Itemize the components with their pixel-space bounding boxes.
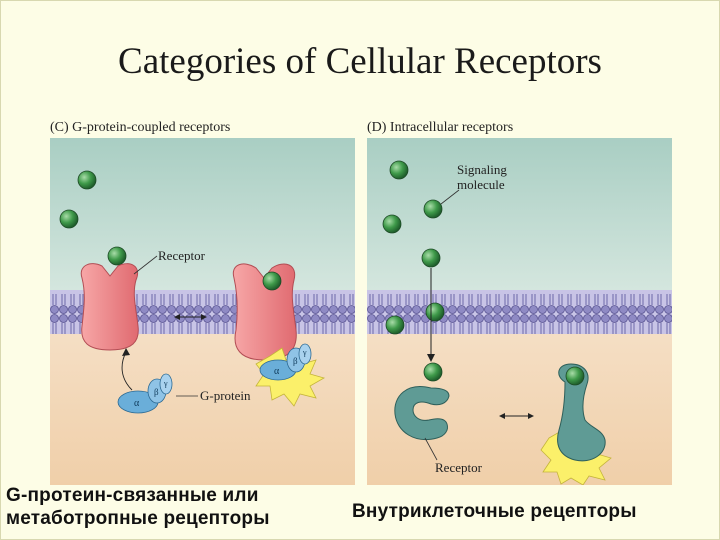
entry-arrow-head: [427, 354, 435, 362]
bound-signaling-molecule: [565, 366, 585, 386]
extracellular-space: [50, 138, 355, 290]
lipid-bilayer: [367, 290, 672, 334]
panel-c-label: (C) G-protein-coupled receptors: [50, 120, 231, 135]
intracellular-receptor-open: [394, 386, 450, 440]
beta-symbol-active: β: [293, 356, 298, 366]
panel-c-diagram: Receptor α β γ α β γ G-protein: [50, 138, 355, 485]
arrow-head-right: [201, 314, 207, 320]
caption-left-line1: G-протеин-связанные или: [6, 485, 259, 506]
signaling-molecule: [389, 160, 409, 180]
signal-label-1: Signaling: [457, 162, 507, 177]
ligand: [107, 246, 127, 266]
receptor-leader: [133, 255, 158, 275]
beta-symbol: β: [154, 387, 159, 397]
alpha-symbol: α: [134, 398, 140, 409]
g-protein-gamma: [159, 373, 173, 395]
intracellular-receptor-closed: [557, 363, 606, 462]
receptor-active: [232, 263, 297, 361]
signaling-molecule-in-membrane: [385, 315, 405, 335]
arrow-head-right-d: [528, 413, 534, 419]
gamma-symbol-active: γ: [302, 348, 307, 357]
gamma-symbol: γ: [163, 379, 168, 388]
caption-left-line2: метаботропные рецепторы: [6, 508, 270, 529]
receptor-inactive: [80, 263, 139, 351]
bound-ligand: [262, 271, 282, 291]
ligand: [59, 209, 79, 229]
caption-left: G-протеин-связанные или метаботропные ре…: [6, 484, 346, 530]
signaling-molecule: [382, 214, 402, 234]
recruit-arrow-head: [122, 348, 130, 356]
receptor-label: Receptor: [158, 248, 206, 263]
receptor-leader-d: [424, 437, 438, 461]
panel-d-label: (D) Intracellular receptors: [367, 120, 514, 135]
extracellular-space: [367, 138, 672, 290]
slide-title: Categories of Cellular Receptors: [118, 41, 602, 82]
g-protein-gamma-active: [298, 343, 312, 365]
panel-d-diagram: Signaling molecule Receptor: [367, 138, 672, 485]
signaling-molecule: [423, 199, 443, 219]
alpha-symbol-active: α: [274, 366, 280, 377]
gprotein-label: G-protein: [200, 388, 251, 403]
caption-right: Внутриклеточные рецепторы: [352, 501, 637, 522]
signal-label-2: molecule: [457, 177, 505, 192]
signal-leader: [440, 189, 460, 205]
signaling-molecule: [421, 248, 441, 268]
signaling-molecule-in-membrane: [425, 302, 445, 322]
arrow-head-left-d: [499, 413, 505, 419]
signaling-molecule-cytoplasm: [423, 362, 443, 382]
ligand: [77, 170, 97, 190]
receptor-label-d: Receptor: [435, 460, 483, 475]
arrow-head-left: [174, 314, 180, 320]
